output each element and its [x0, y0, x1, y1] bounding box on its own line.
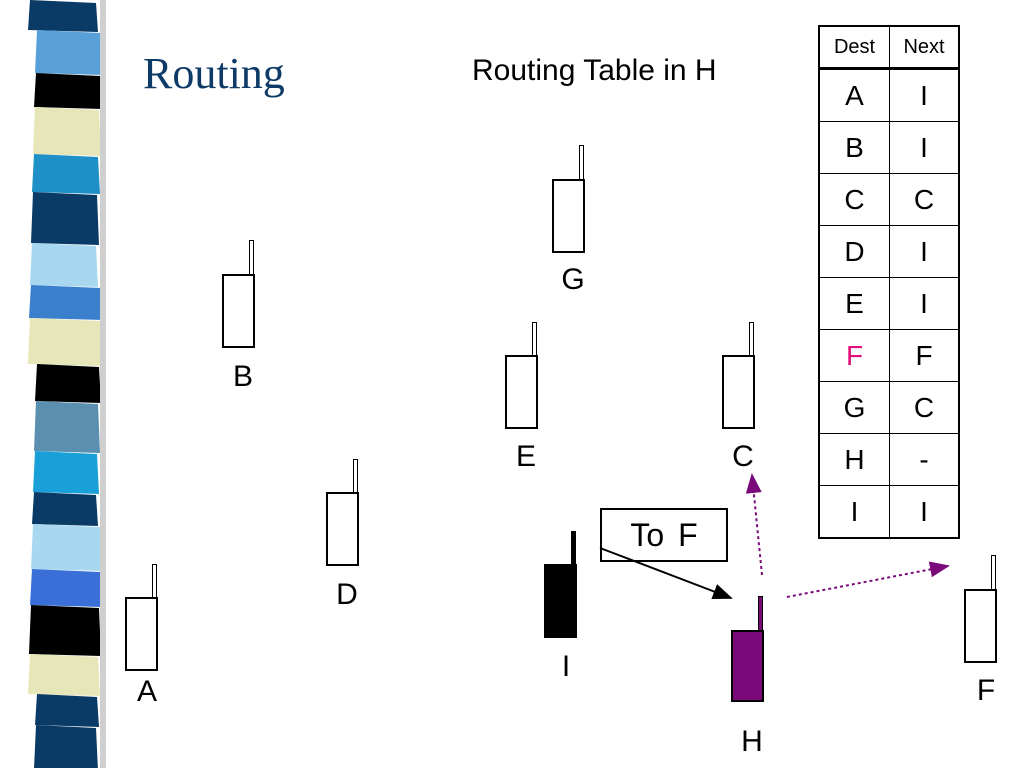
node-h-label: H: [741, 725, 763, 758]
node-i-label: I: [561, 650, 571, 683]
dest-cell: H: [818, 433, 890, 486]
page-title: Routing: [143, 49, 285, 98]
dest-column-header: Dest: [818, 25, 890, 70]
route-arrow-h-to-f: [786, 561, 950, 598]
dest-cell: B: [818, 121, 890, 174]
node-c-label: C: [732, 440, 754, 473]
next-cell: I: [889, 121, 960, 174]
next-cell: I: [889, 485, 960, 539]
table-row: H-: [818, 433, 960, 486]
dest-cell: A: [818, 68, 890, 122]
next-cell: C: [889, 173, 960, 226]
dest-cell: D: [818, 225, 890, 278]
dest-cell: C: [818, 173, 890, 226]
dest-cell: G: [818, 381, 890, 434]
next-cell: C: [889, 381, 960, 434]
packet-arrow-to-h: [599, 547, 733, 600]
routing-table-header: Dest Next: [818, 25, 960, 70]
next-cell: F: [889, 329, 960, 382]
node-d-label: D: [336, 578, 358, 611]
next-cell: I: [889, 225, 960, 278]
next-cell: -: [889, 433, 960, 486]
next-cell: I: [889, 68, 960, 122]
table-caption: Routing Table in H: [472, 54, 717, 87]
next-column-header: Next: [889, 25, 960, 70]
node-f-label: F: [976, 674, 996, 707]
packet-to-label: To: [630, 516, 665, 553]
packet-box: To F: [600, 508, 728, 562]
node-g-label: G: [561, 263, 585, 296]
node-a-label: A: [136, 675, 157, 708]
route-arrow-h-to-c: [745, 473, 763, 576]
node-e-label: E: [515, 440, 536, 473]
packet-dest-label: F: [678, 516, 698, 553]
decorative-stripe: [0, 0, 120, 768]
dest-cell: E: [818, 277, 890, 330]
dest-cell-highlighted: F: [818, 329, 890, 382]
node-b-label: B: [232, 360, 253, 393]
next-cell: I: [889, 277, 960, 330]
dest-cell: I: [818, 485, 890, 539]
